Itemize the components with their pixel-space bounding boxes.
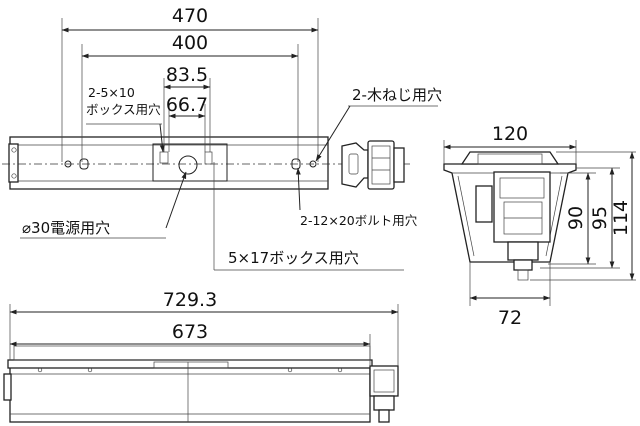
dim-120: 120 xyxy=(492,123,528,145)
side-view-dimensions: 120 90 95 114 72 xyxy=(443,123,636,329)
label-box-slot: 5×17ボックス用穴 xyxy=(228,249,359,267)
dim-729-3: 729.3 xyxy=(163,289,217,311)
top-view xyxy=(2,136,412,190)
dim-470: 470 xyxy=(172,5,208,27)
dim-95: 95 xyxy=(589,206,611,230)
dim-400: 400 xyxy=(172,32,208,54)
dim-114: 114 xyxy=(610,200,632,236)
terminal-block xyxy=(341,140,405,190)
front-view-connector xyxy=(369,365,399,423)
dim-66-7: 66.7 xyxy=(166,94,208,116)
label-box-holes-line2: ボックス用穴 xyxy=(86,102,161,117)
label-box-holes-line1: 2-5×10 xyxy=(88,85,135,100)
power-hole xyxy=(178,155,198,175)
label-bolt-holes: 2-12×20ボルト用穴 xyxy=(300,213,418,228)
top-view-dimensions: 470 400 83.5 66.7 2-5×10 ボックス用穴 2-木ねじ用穴 … xyxy=(20,5,442,271)
junction-box-plate xyxy=(152,143,228,182)
side-view xyxy=(443,151,577,281)
label-box-holes: 2-5×10 ボックス用穴 xyxy=(86,85,161,117)
label-power-hole: ⌀30電源用穴 xyxy=(22,219,110,237)
dim-90: 90 xyxy=(565,206,587,230)
dim-673: 673 xyxy=(172,321,208,343)
dim-83-5: 83.5 xyxy=(166,64,208,86)
front-view-dimensions: 729.3 673 xyxy=(9,289,399,366)
front-view-body xyxy=(9,365,371,423)
dim-72: 72 xyxy=(498,307,522,329)
front-view xyxy=(3,345,399,423)
label-wood-screw: 2-木ねじ用穴 xyxy=(352,86,442,104)
